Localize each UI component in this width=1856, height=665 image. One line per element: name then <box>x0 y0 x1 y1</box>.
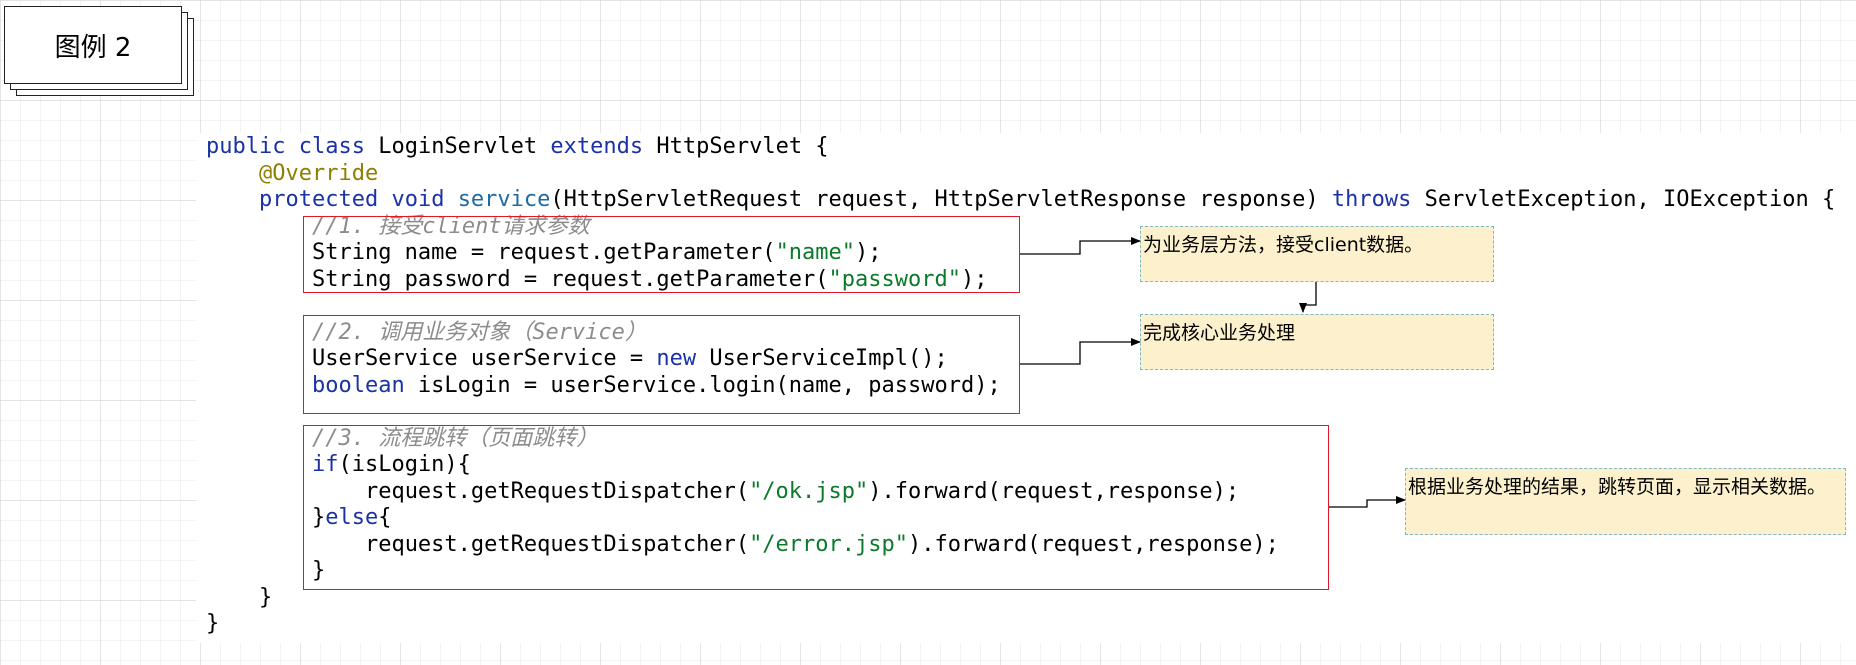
code-comment-1: //1. 接受client请求参数 <box>311 213 590 239</box>
legend-sheet-front: 图例 2 <box>4 6 182 84</box>
code-line-1: public class LoginServlet extends HttpSe… <box>206 134 829 159</box>
code-line-17: } <box>311 558 326 583</box>
code-line-2: @Override <box>258 160 379 186</box>
connector-service-to-note2 <box>1020 338 1141 365</box>
note-label: 根据业务处理的结果，跳转页面，显示相关数据。 <box>1408 476 1827 498</box>
note-core-business: 完成核心业务处理 <box>1140 314 1494 370</box>
code-line-6: String password = request.getParameter("… <box>311 266 988 292</box>
code-listing: public class LoginServlet extends HttpSe… <box>206 134 1835 638</box>
code-line-16: request.getRequestDispatcher("/error.jsp… <box>364 531 1279 557</box>
connector-params-to-note1 <box>1020 237 1141 255</box>
highlight-box-params <box>303 216 1020 293</box>
code-line-15: }else{ <box>311 505 392 530</box>
code-comment-3: //3. 流程跳转（页面跳转） <box>311 425 599 451</box>
code-line-13: if(isLogin){ <box>311 452 471 477</box>
note-label: 完成核心业务处理 <box>1143 322 1296 344</box>
highlight-box-forward <box>303 425 1329 590</box>
legend-stack: 图例 2 <box>4 6 194 96</box>
note-label: 为业务层方法，接受client数据。 <box>1143 234 1424 256</box>
code-background <box>196 133 1856 643</box>
code-line-19: } <box>206 611 220 636</box>
legend-label: 图例 2 <box>54 32 132 63</box>
connector-forward-to-note3 <box>1329 496 1406 508</box>
code-comment-2: //2. 调用业务对象（Service） <box>311 319 647 345</box>
code-line-3: protected void service(HttpServletReques… <box>258 187 1836 212</box>
code-line-14: request.getRequestDispatcher("/ok.jsp").… <box>364 478 1240 504</box>
code-line-18: } <box>258 584 273 610</box>
connector-note1-to-note2 <box>1299 282 1317 313</box>
code-line-10: boolean isLogin = userService.login(name… <box>311 372 1001 398</box>
note-page-forward: 根据业务处理的结果，跳转页面，显示相关数据。 <box>1405 468 1846 535</box>
code-line-9: UserService userService = new UserServic… <box>311 346 948 371</box>
note-receive-client-data: 为业务层方法，接受client数据。 <box>1140 226 1494 282</box>
code-line-5: String name = request.getParameter("name… <box>311 240 882 265</box>
highlight-box-service <box>303 315 1020 414</box>
